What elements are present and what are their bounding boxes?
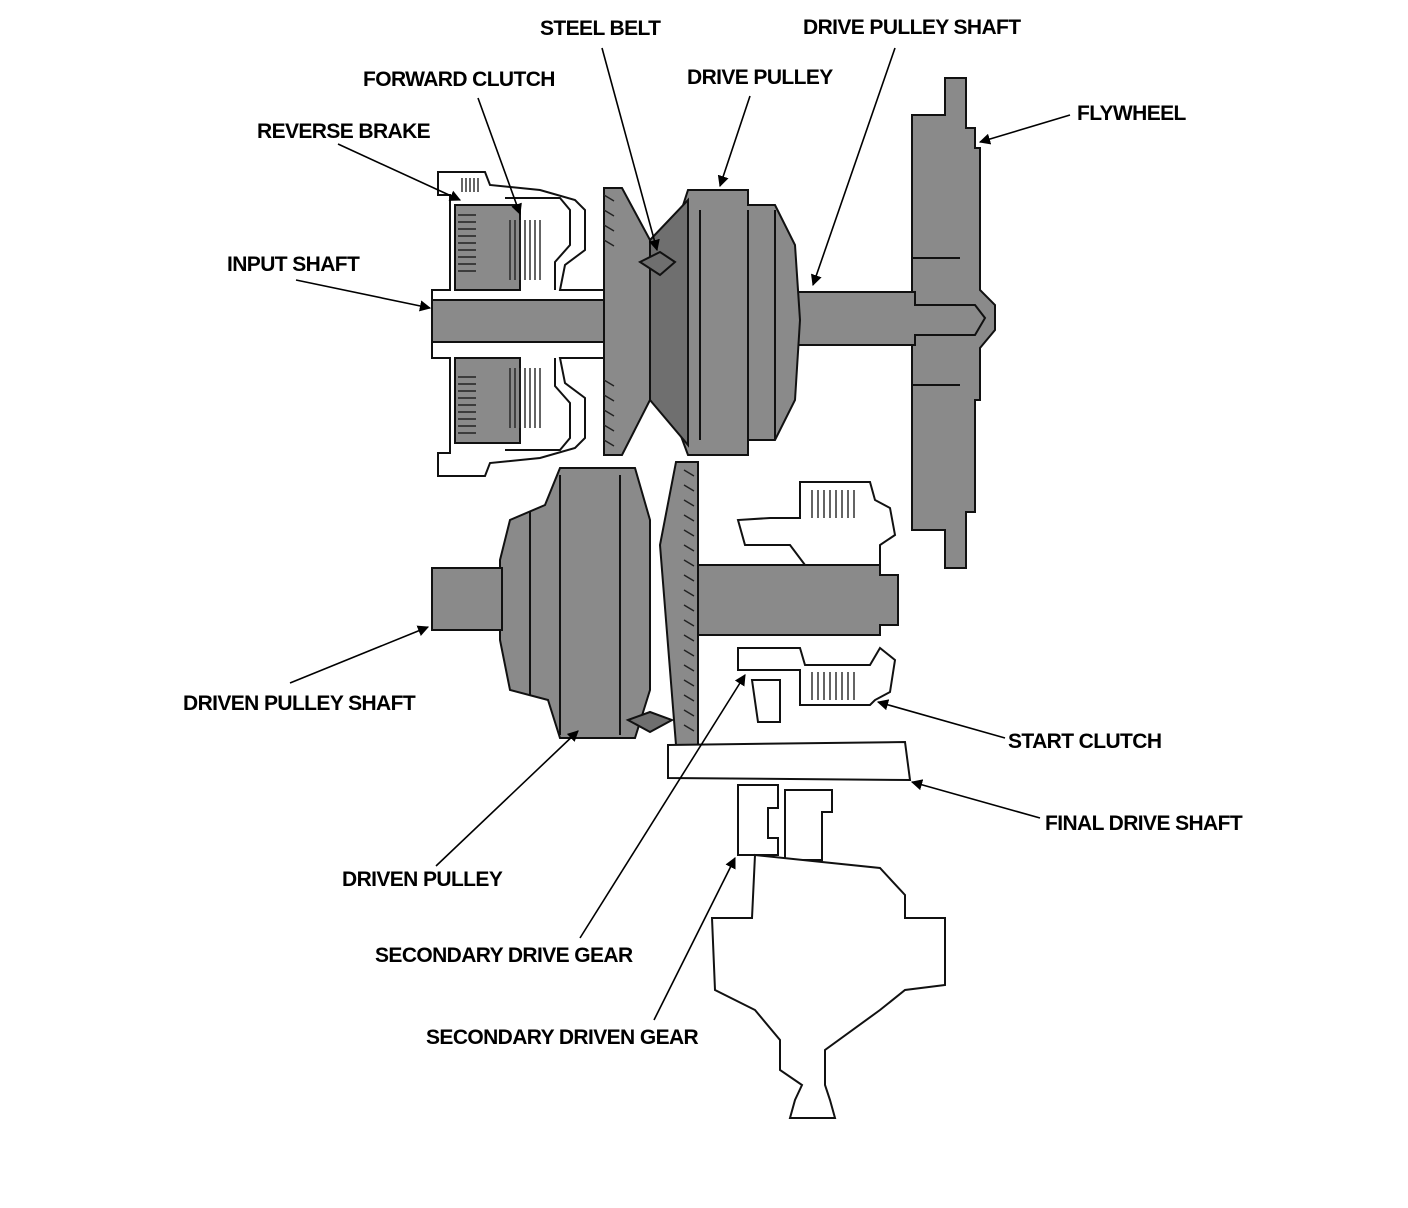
leader-flywheel [978, 114, 1071, 145]
drive-pulley-part [649, 189, 802, 456]
leader-final-drive-shaft [910, 779, 1041, 819]
input-shaft-part [431, 299, 633, 343]
final-drive-shaft-part [667, 740, 912, 861]
label-driven-pulley-shaft: DRIVEN PULLEY SHAFT [183, 692, 416, 715]
label-start-clutch: START CLUTCH [1008, 730, 1162, 753]
label-secondary-driven-gear: SECONDARY DRIVEN GEAR [426, 1026, 699, 1049]
label-input-shaft: INPUT SHAFT [227, 253, 360, 276]
leader-secondary-drive-gear [579, 674, 746, 939]
leader-start-clutch [876, 699, 1006, 739]
label-secondary-drive-gear: SECONDARY DRIVE GEAR [375, 944, 633, 967]
drive-pulley-shaft-part [789, 291, 987, 346]
differential-part [710, 853, 946, 1119]
leader-reverse-brake [337, 143, 462, 201]
leader-driven-pulley-shaft [289, 625, 430, 684]
leader-secondary-driven-gear [653, 856, 736, 1021]
label-drive-pulley: DRIVE PULLEY [687, 66, 833, 89]
leader-input-shaft [295, 279, 432, 312]
label-flywheel: FLYWHEEL [1077, 102, 1186, 125]
label-steel-belt: STEEL BELT [540, 17, 661, 40]
start-clutch-part [736, 481, 897, 706]
label-reverse-brake: REVERSE BRAKE [257, 120, 431, 143]
leader-forward-clutch [477, 97, 522, 216]
driven-pulley-part [499, 461, 699, 746]
label-final-drive-shaft: FINAL DRIVE SHAFT [1045, 812, 1243, 835]
forward-clutch-part [431, 171, 605, 477]
drive-pulley-fixed-sheave-part [603, 187, 677, 456]
label-forward-clutch: FORWARD CLUTCH [363, 68, 555, 91]
driven-pulley-shaft-part [431, 564, 899, 636]
label-driven-pulley: DRIVEN PULLEY [342, 868, 503, 891]
leader-driven-pulley [435, 730, 579, 867]
leader-drive-pulley-shaft [811, 47, 896, 287]
label-drive-pulley-shaft: DRIVE PULLEY SHAFT [803, 16, 1021, 39]
leader-steel-belt [601, 47, 660, 252]
secondary-drive-gear-part [750, 679, 781, 723]
leader-lines [289, 47, 1071, 1021]
leader-drive-pulley [717, 95, 751, 188]
